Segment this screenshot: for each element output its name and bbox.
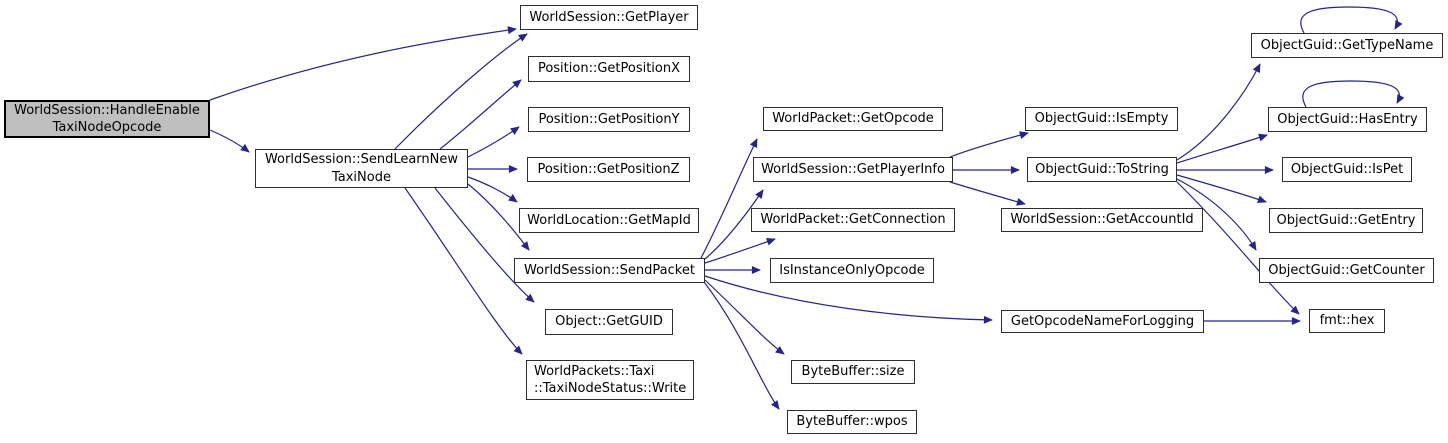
node-get-player[interactable]: WorldSession::GetPlayer xyxy=(520,5,698,30)
node-byte-buffer-wpos[interactable]: ByteBuffer::wpos xyxy=(787,410,917,434)
node-has-entry[interactable]: ObjectGuid::HasEntry xyxy=(1268,107,1427,132)
edge-send-learn-to-get-player xyxy=(394,33,528,150)
edge-get-type-name-self-loop xyxy=(1300,6,1403,34)
node-fmt-hex[interactable]: fmt::hex xyxy=(1309,309,1385,333)
edge-send-packet-to-byte-buffer-size xyxy=(704,279,785,355)
node-get-account-id[interactable]: WorldSession::GetAccountId xyxy=(1001,208,1203,232)
node-to-string[interactable]: ObjectGuid::ToString xyxy=(1027,157,1177,182)
edge-send-packet-to-get-opcode xyxy=(700,138,758,259)
node-get-opcode-name-for-logging[interactable]: GetOpcodeNameForLogging xyxy=(1001,310,1204,333)
node-send-packet[interactable]: WorldSession::SendPacket xyxy=(514,258,705,283)
edge-to-string-to-get-entry xyxy=(1176,174,1267,204)
node-get-connection[interactable]: WorldPacket::GetConnection xyxy=(751,208,955,232)
node-get-position-z[interactable]: Position::GetPositionZ xyxy=(527,157,690,182)
node-handle-enable-taxi-node-opcode[interactable]: WorldSession::HandleEnable TaxiNodeOpcod… xyxy=(4,100,210,138)
node-get-player-info[interactable]: WorldSession::GetPlayerInfo xyxy=(753,157,953,182)
edge-to-string-to-get-type-name xyxy=(1176,63,1261,161)
node-get-position-x[interactable]: Position::GetPositionX xyxy=(528,56,690,82)
node-send-learn-new-taxi-node[interactable]: WorldSession::SendLearnNew TaxiNode xyxy=(255,149,468,188)
edge-to-string-to-has-entry xyxy=(1176,133,1268,164)
node-get-entry[interactable]: ObjectGuid::GetEntry xyxy=(1269,208,1423,233)
edge-send-packet-to-get-connection xyxy=(704,237,776,264)
node-is-instance-only-opcode[interactable]: IsInstanceOnlyOpcode xyxy=(770,258,934,283)
edge-to-string-to-get-counter xyxy=(1176,178,1257,251)
edge-send-learn-to-get-guid xyxy=(434,187,535,303)
edge-send-learn-to-taxi-node-status-write xyxy=(404,187,523,355)
node-get-position-y[interactable]: Position::GetPositionY xyxy=(528,107,690,132)
edge-send-learn-to-get-map-id xyxy=(467,176,518,203)
node-is-empty[interactable]: ObjectGuid::IsEmpty xyxy=(1025,107,1178,131)
node-is-pet[interactable]: ObjectGuid::IsPet xyxy=(1282,157,1412,182)
edge-send-learn-to-get-position-y xyxy=(467,126,520,158)
edge-send-learn-to-get-position-x xyxy=(439,79,522,150)
edge-handle-to-get-player xyxy=(209,26,517,101)
edge-get-player-info-to-get-account-id xyxy=(949,181,1026,206)
node-get-opcode[interactable]: WorldPacket::GetOpcode xyxy=(763,107,943,131)
node-get-map-id[interactable]: WorldLocation::GetMapId xyxy=(519,208,699,233)
edge-send-learn-to-send-packet xyxy=(467,183,530,251)
edge-send-packet-to-get-opcode-name-for-logging xyxy=(704,275,993,324)
edge-to-string-to-fmt-hex xyxy=(1176,181,1300,315)
edge-get-player-info-to-is-empty xyxy=(949,131,1029,158)
node-get-counter[interactable]: ObjectGuid::GetCounter xyxy=(1259,258,1434,283)
node-get-type-name[interactable]: ObjectGuid::GetTypeName xyxy=(1251,33,1443,58)
edge-send-packet-to-byte-buffer-wpos xyxy=(703,281,780,410)
edge-has-entry-self-loop xyxy=(1302,80,1405,108)
node-taxi-node-status-write[interactable]: WorldPackets::Taxi ::TaxiNodeStatus::Wri… xyxy=(526,360,694,400)
edge-handle-to-send-learn xyxy=(209,129,250,153)
node-byte-buffer-size[interactable]: ByteBuffer::size xyxy=(791,360,915,384)
edge-send-packet-to-get-player-info xyxy=(704,189,764,260)
node-get-guid[interactable]: Object::GetGUID xyxy=(545,309,673,335)
